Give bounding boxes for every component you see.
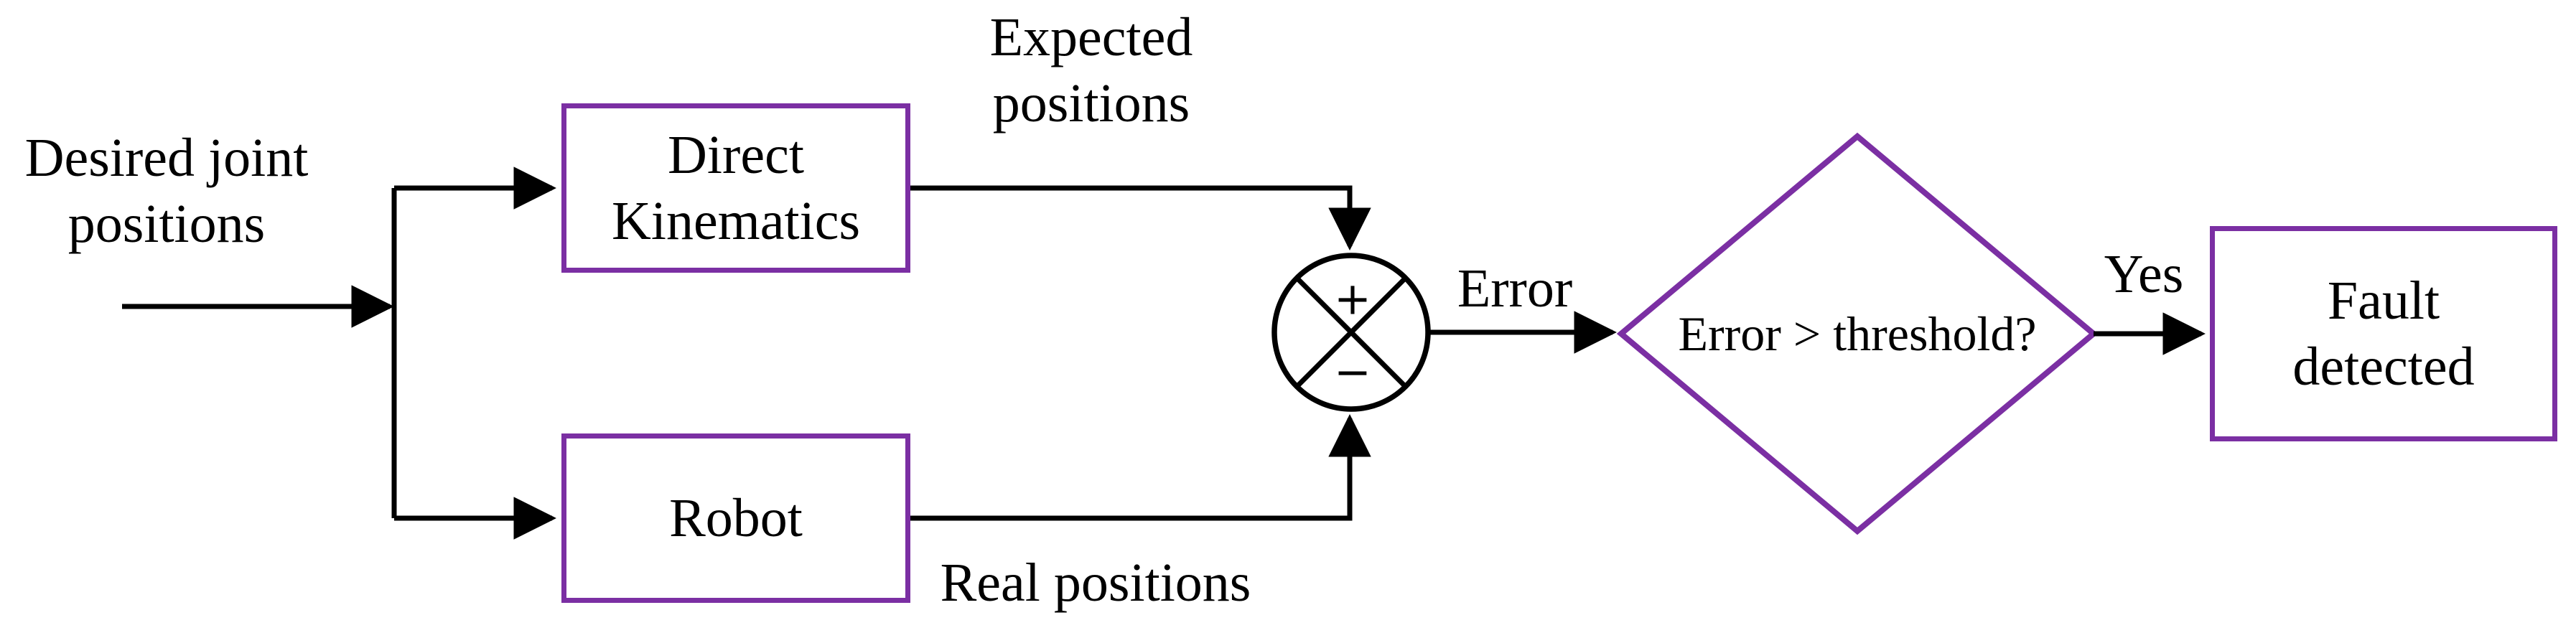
error-label: Error — [1457, 258, 1573, 319]
expected-positions-label: Expected positions — [989, 7, 1193, 133]
yes-label: Yes — [2104, 244, 2184, 304]
direct-kinematics-box: Direct Kinematics — [561, 103, 910, 273]
decision-diamond-shape — [1616, 132, 2099, 535]
desired-joint-positions-label: Desired joint positions — [24, 128, 309, 254]
direct-kinematics-box-label: Direct Kinematics — [611, 125, 861, 251]
decision-diamond-label: Error > threshold? — [1678, 306, 2037, 361]
real-positions-label: Real positions — [940, 553, 1251, 613]
minus-sign: − — [1334, 346, 1371, 398]
decision-diamond: Error > threshold? — [1621, 136, 2094, 531]
real-positions-arrow — [910, 414, 1371, 521]
fault-detected-box: Fault detected — [2210, 226, 2557, 441]
expected-positions-arrow — [910, 185, 1371, 250]
robot-box: Robot — [561, 433, 910, 603]
robot-box-label: Robot — [669, 488, 803, 548]
fault-detected-box-label: Fault detected — [2292, 271, 2475, 397]
plus-sign: + — [1334, 273, 1371, 325]
summing-junction-cross-line — [1294, 276, 1408, 389]
